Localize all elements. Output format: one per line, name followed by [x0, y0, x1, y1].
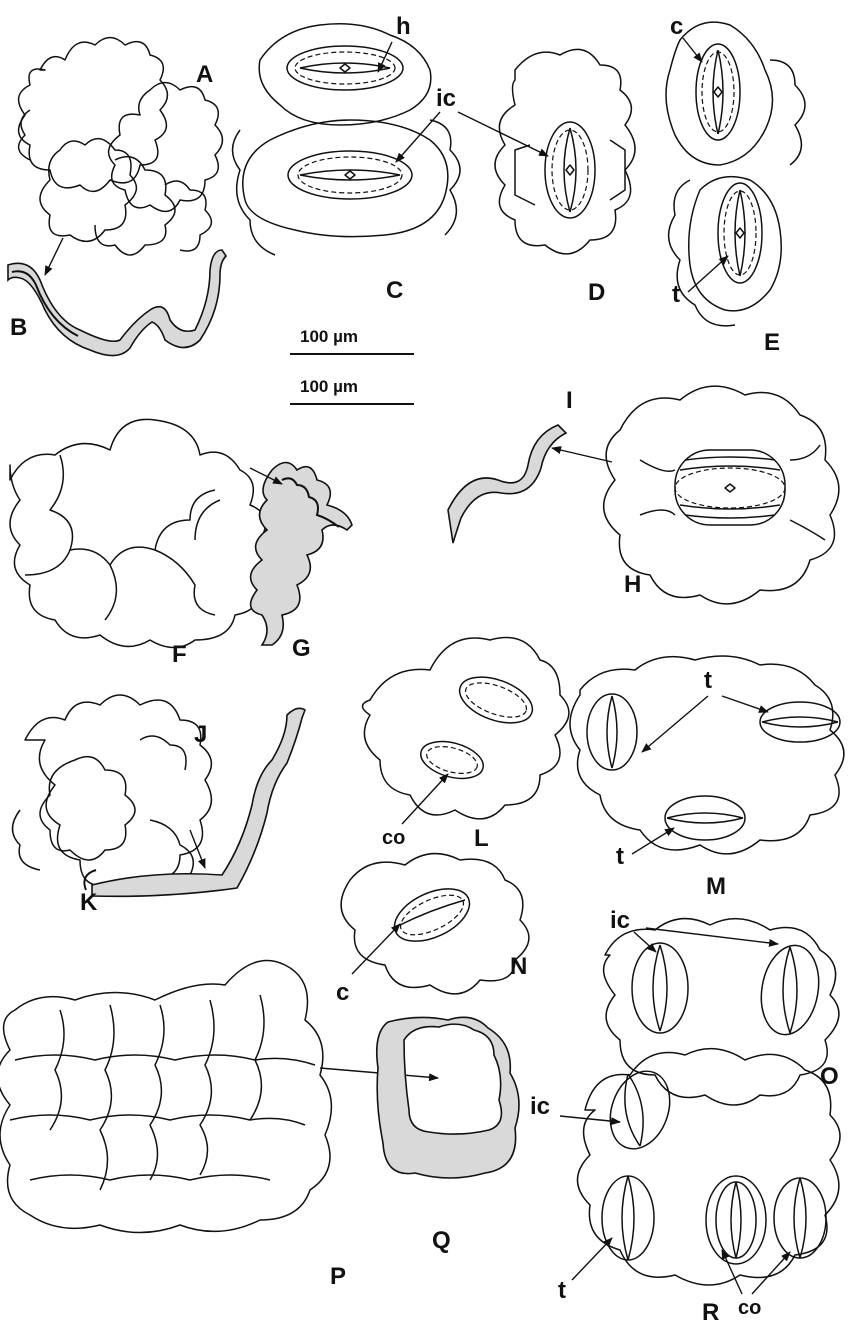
- scale-bar-top-label: 100 µm: [300, 327, 358, 346]
- panel-label-o: O: [820, 1063, 839, 1090]
- panel-label-g: G: [292, 635, 311, 662]
- panel-m-annotation-t-top: t: [704, 667, 712, 694]
- panel-c-stomata: [233, 24, 461, 255]
- panel-label-k: K: [80, 889, 98, 916]
- panel-q-cell-section: [377, 1017, 519, 1178]
- panel-label-m: M: [706, 873, 726, 900]
- panel-r-annotation-ic: ic: [530, 1093, 550, 1120]
- panel-label-h: H: [624, 571, 641, 598]
- panel-label-a: A: [196, 61, 213, 88]
- scale-bar-bottom-label: 100 µm: [300, 377, 358, 396]
- panel-g-wall-section: [250, 463, 352, 646]
- panel-label-p: P: [330, 1263, 346, 1290]
- panel-a-epidermis: [19, 38, 223, 256]
- panel-r-stomata: [578, 1049, 841, 1285]
- panel-e-annotation-t: t: [672, 281, 680, 308]
- panel-m-annotation-t-bottom: t: [616, 843, 624, 870]
- panel-f-epidermis: [10, 419, 270, 647]
- panel-label-i: I: [566, 387, 573, 414]
- panel-d-stoma: [495, 49, 635, 254]
- panel-o-stomata: [604, 919, 839, 1105]
- panel-label-l: L: [474, 825, 489, 852]
- panel-label-q: Q: [432, 1227, 451, 1254]
- panel-i-wall-section: [448, 425, 612, 543]
- panel-n-stoma: [341, 854, 529, 994]
- panel-label-f: F: [172, 641, 187, 668]
- panel-e-annotation-c: c: [670, 13, 683, 40]
- panel-cd-annotation-ic: ic: [436, 85, 456, 112]
- panel-r-annotation-t: t: [558, 1277, 566, 1304]
- panel-c-annotation-h: h: [396, 13, 411, 40]
- scale-bars: 100 µm 100 µm: [290, 327, 414, 404]
- panel-label-c: C: [386, 277, 403, 304]
- panel-label-r: R: [702, 1299, 719, 1326]
- panel-label-n: N: [510, 953, 527, 980]
- panel-l-stomata: [363, 638, 569, 819]
- panel-o-annotation-ic: ic: [610, 907, 630, 934]
- panel-l-annotation-co: co: [382, 827, 405, 849]
- panel-p-epidermis: [0, 961, 438, 1233]
- panel-e-stomata: [666, 22, 805, 326]
- panel-label-e: E: [764, 329, 780, 356]
- panel-b-wall-section: [8, 238, 226, 356]
- panel-j-epidermis: [13, 695, 212, 894]
- panel-r-annotation-co: co: [738, 1297, 761, 1319]
- panel-label-b: B: [10, 314, 27, 341]
- panel-label-j: J: [194, 721, 207, 748]
- panel-label-d: D: [588, 279, 605, 306]
- panel-n-annotation-c: c: [336, 979, 349, 1006]
